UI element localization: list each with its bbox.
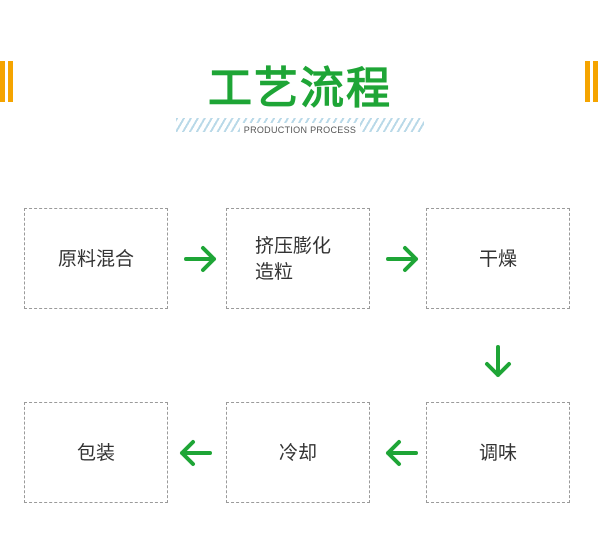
right-accent-bars [585,61,600,102]
step-label: 原料混合 [57,247,134,270]
page-title: 工艺流程 [208,63,392,114]
subtitle-band: PRODUCTION PROCESS [176,118,424,137]
step-label: 冷却 [278,441,317,464]
accent-stripe [585,61,590,102]
arrow-down-icon [485,345,511,377]
accent-stripe [593,61,598,102]
arrow-right-icon [386,246,418,272]
step-label: 包装 [76,441,115,464]
arrow-left-icon [386,440,418,466]
step-box-packaging: 包装 [24,402,168,503]
arrow-left-icon [180,440,212,466]
step-label: 挤压膨化造粒 [255,234,332,283]
step-box-cooling: 冷却 [226,402,370,503]
page-subtitle: PRODUCTION PROCESS [239,123,361,137]
accent-stripe [0,61,5,102]
accent-stripe [8,61,13,102]
step-box-extrusion: 挤压膨化造粒 [226,208,370,309]
step-label: 干燥 [478,247,517,270]
step-box-seasoning: 调味 [426,402,570,503]
step-label: 调味 [478,441,517,464]
arrow-right-icon [184,246,216,272]
left-accent-bars [0,61,15,102]
step-box-drying: 干燥 [426,208,570,309]
step-box-mixing: 原料混合 [24,208,168,309]
